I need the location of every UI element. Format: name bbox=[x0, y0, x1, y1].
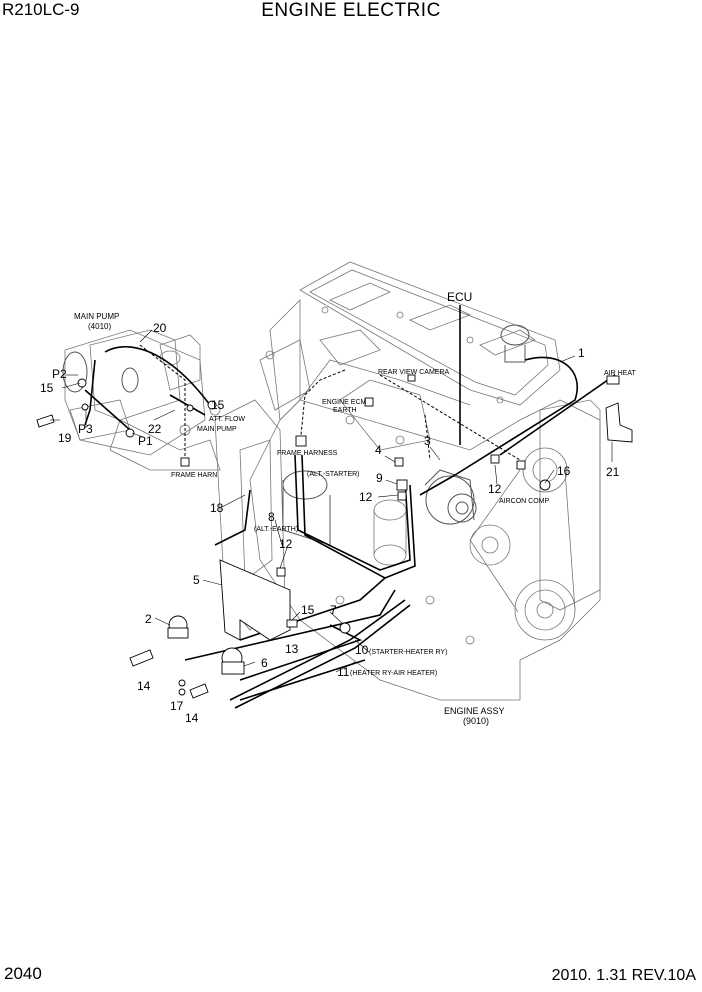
callout-8: 8 bbox=[268, 510, 275, 524]
callout-17: 17 bbox=[170, 699, 184, 713]
callout-12c: 12 bbox=[279, 537, 293, 551]
callout-20: 20 bbox=[153, 321, 167, 335]
callout-3: 3 bbox=[424, 434, 431, 448]
callout-13: 13 bbox=[285, 642, 299, 656]
callout-p3: P3 bbox=[78, 422, 93, 436]
callout-10: 10 bbox=[355, 643, 369, 657]
alt-starter-label: (ALT.-STARTER) bbox=[307, 471, 360, 478]
engine-ecm-label: ENGINE ECM bbox=[322, 399, 367, 406]
engine-assy-label: ENGINE ASSY bbox=[444, 706, 505, 716]
callout-p2: P2 bbox=[52, 367, 67, 381]
callout-7: 7 bbox=[330, 603, 337, 617]
callout-15a: 15 bbox=[40, 381, 54, 395]
rear-view-camera-label: REAR VIEW CAMERA bbox=[378, 369, 450, 376]
callout-15b: 15 bbox=[211, 398, 225, 412]
main-pump bbox=[62, 329, 221, 471]
main-pump-code-label: (4010) bbox=[88, 322, 111, 331]
harness-wires bbox=[84, 305, 616, 709]
main-pump-label: MAIN PUMP bbox=[74, 312, 119, 321]
model-code: R210LC-9 bbox=[2, 0, 80, 19]
alt-earth-label: (ALT.-EARTH) bbox=[254, 526, 298, 533]
earth-label: EARTH bbox=[333, 407, 357, 414]
callout-11: 11 bbox=[337, 665, 350, 679]
main-pump-small-label: MAIN PUMP bbox=[197, 426, 237, 433]
callout-22: 22 bbox=[148, 422, 162, 436]
att-flow-label: ATT. FLOW bbox=[209, 416, 245, 423]
callout-15c: 15 bbox=[301, 603, 315, 617]
callout-9: 9 bbox=[376, 471, 383, 485]
ecu-label: ECU bbox=[447, 290, 472, 304]
leader-lines bbox=[50, 329, 613, 673]
page-title: ENGINE ELECTRIC bbox=[261, 0, 441, 21]
callout-21: 21 bbox=[606, 465, 620, 479]
engine-assy-code-label: (9010) bbox=[463, 716, 489, 726]
callout-4: 4 bbox=[375, 443, 382, 457]
starter-heater-ry-label: (STARTER-HEATER RY) bbox=[369, 649, 447, 656]
callout-14b: 14 bbox=[185, 711, 199, 725]
callout-18: 18 bbox=[210, 501, 224, 515]
revision-date: 2010. 1.31 REV.10A bbox=[551, 967, 696, 984]
aircon-comp-label: AIRCON COMP bbox=[499, 498, 550, 505]
frame-harn-label: FRAME HARN bbox=[171, 472, 217, 479]
callout-12a: 12 bbox=[359, 490, 373, 504]
page-number: 2040 bbox=[4, 964, 42, 983]
callout-2: 2 bbox=[145, 612, 152, 626]
callout-14a: 14 bbox=[137, 679, 151, 693]
frame-harness-label: FRAME HARNESS bbox=[277, 450, 338, 457]
callout-19: 19 bbox=[58, 431, 72, 445]
callout-12b: 12 bbox=[488, 482, 502, 496]
callout-6: 6 bbox=[261, 656, 268, 670]
air-heat-label: AIR HEAT bbox=[604, 370, 636, 377]
callout-5: 5 bbox=[193, 573, 200, 587]
callout-16: 16 bbox=[557, 464, 571, 478]
heater-ry-air-heater-label: (HEATER RY-AIR HEATER) bbox=[350, 670, 437, 677]
parts bbox=[36, 374, 633, 699]
callout-1: 1 bbox=[578, 346, 585, 360]
callout-p1: P1 bbox=[138, 434, 153, 448]
